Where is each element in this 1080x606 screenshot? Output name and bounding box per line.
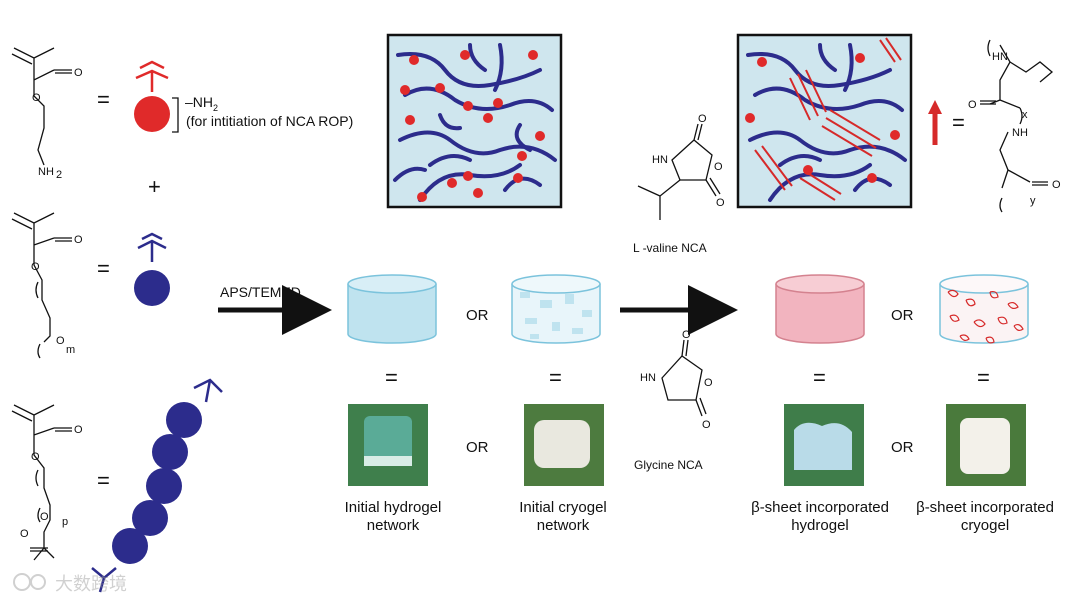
beta-hydrogel-cylinder xyxy=(775,274,865,344)
amine-group-label: –NH2 xyxy=(185,94,218,113)
svg-text:O: O xyxy=(31,261,40,273)
equals-hydrogel: = xyxy=(385,365,398,390)
svg-text:O: O xyxy=(698,113,707,125)
svg-text:HN: HN xyxy=(652,154,668,166)
svg-text:=: = xyxy=(952,110,965,135)
svg-text:x: x xyxy=(1022,109,1028,121)
watermark-logo: 大数跨境 xyxy=(13,573,127,595)
svg-text:y: y xyxy=(1030,195,1036,207)
glycine-nca-structure: HN O O O Glycine NCA xyxy=(634,329,713,472)
blue-bead-chain xyxy=(91,378,223,593)
or-label-1: OR xyxy=(466,307,489,324)
peg-repeat-p: p xyxy=(62,516,68,528)
svg-text:O: O xyxy=(716,197,725,209)
equals-beta-cryogel: = xyxy=(977,365,990,390)
initial-network-box xyxy=(386,33,563,209)
beta-cryogel-photo xyxy=(946,404,1026,486)
beta-cryogel-cylinder xyxy=(939,274,1029,344)
svg-text:NH: NH xyxy=(38,166,54,178)
l-valine-nca-structure: HN O O O L -valine NCA xyxy=(633,113,725,255)
svg-text:HN: HN xyxy=(640,372,656,384)
peg-dimethacrylate-structure: O O O p O xyxy=(11,404,83,561)
initial-hydrogel-cylinder xyxy=(347,274,437,344)
svg-text:O: O xyxy=(40,511,49,523)
peg-repeat-m: m xyxy=(66,344,75,356)
svg-text:O: O xyxy=(31,451,40,463)
svg-text:O: O xyxy=(74,424,83,436)
svg-text:2: 2 xyxy=(56,169,62,181)
copolymer-nh-2: NH xyxy=(1012,127,1028,139)
beta-hydrogel-photo xyxy=(784,404,864,486)
peg-methacrylate-structure: O O O m xyxy=(11,212,83,359)
equals-2: = xyxy=(97,256,110,281)
copolymer-o-2: O xyxy=(1052,179,1061,191)
equals-1: = xyxy=(97,87,110,112)
svg-text:O: O xyxy=(32,92,41,104)
svg-text:O: O xyxy=(74,234,83,246)
equals-beta-hydrogel: = xyxy=(813,365,826,390)
glycine-nca-label: Glycine NCA xyxy=(634,458,703,472)
or-label-4: OR xyxy=(891,439,914,456)
aps-temed-label: APS/TEMED xyxy=(220,284,301,300)
equals-3: = xyxy=(97,468,110,493)
aminoethyl-methacrylate-structure: O O NH 2 xyxy=(11,47,83,181)
initial-cryogel-photo xyxy=(524,404,604,486)
or-label-2: OR xyxy=(891,307,914,324)
svg-text:大数跨境: 大数跨境 xyxy=(55,574,127,595)
plus-sign: + xyxy=(148,174,161,199)
svg-text:O: O xyxy=(682,329,691,341)
svg-text:O: O xyxy=(702,419,711,431)
svg-text:O: O xyxy=(56,335,65,347)
beta-sheet-arrow-legend: = xyxy=(928,100,965,145)
copolymer-nh-1: HN xyxy=(992,51,1008,63)
svg-text:O: O xyxy=(74,67,83,79)
initial-hydrogel-photo xyxy=(348,404,428,486)
valine-nca-label: L -valine NCA xyxy=(633,241,707,255)
copolymer-o-1: O xyxy=(968,99,977,111)
amine-note: (for intitiation of NCA ROP) xyxy=(186,113,353,129)
blue-monomer-bead xyxy=(134,232,170,306)
initial-cryogel-cylinder xyxy=(511,274,601,344)
beta-sheet-network-box xyxy=(736,33,913,209)
polymerization-arrow: APS/TEMED xyxy=(218,284,332,335)
red-monomer-bead: –NH2 (for intitiation of NCA ROP) xyxy=(134,60,353,133)
equals-cryogel: = xyxy=(549,365,562,390)
svg-text:O: O xyxy=(704,377,713,389)
svg-text:O: O xyxy=(714,161,723,173)
svg-text:O: O xyxy=(20,528,29,540)
or-label-3: OR xyxy=(466,439,489,456)
valine-glycine-copolymer-structure: HN O x NH O y xyxy=(968,39,1061,213)
